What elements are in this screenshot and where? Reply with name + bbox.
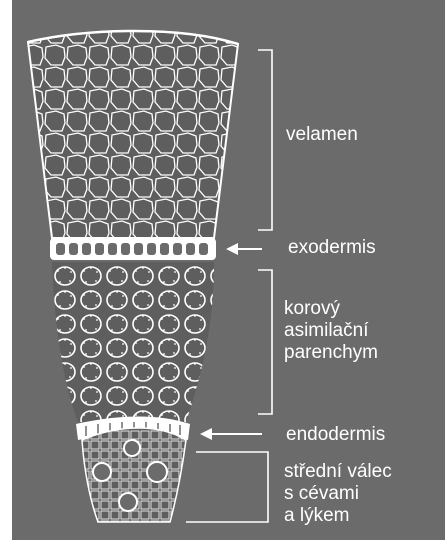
- velamen-bracket: [258, 50, 272, 230]
- endodermis-arrow: [200, 428, 262, 440]
- xylem-vessel: [119, 493, 137, 511]
- stele-bracket: [186, 452, 268, 522]
- exodermis-arrow: [226, 243, 262, 255]
- label-endodermis: endodermis: [286, 424, 385, 446]
- xylem-vessel: [93, 463, 111, 481]
- xylem-vessel: [124, 440, 140, 456]
- label-exodermis: exodermis: [288, 237, 376, 259]
- label-velamen: velamen: [286, 124, 358, 146]
- label-cortex: korový asimilační parenchym: [284, 298, 378, 364]
- stele-vascular-cylinder: [78, 428, 190, 526]
- exodermis-layer: [50, 238, 216, 260]
- cortex-bracket: [258, 270, 272, 414]
- cortex-parenchyma: [40, 258, 230, 428]
- label-stele: střední válec s cévami a lýkem: [284, 461, 392, 527]
- xylem-vessel: [147, 462, 167, 482]
- velamen-tissue: [20, 20, 250, 250]
